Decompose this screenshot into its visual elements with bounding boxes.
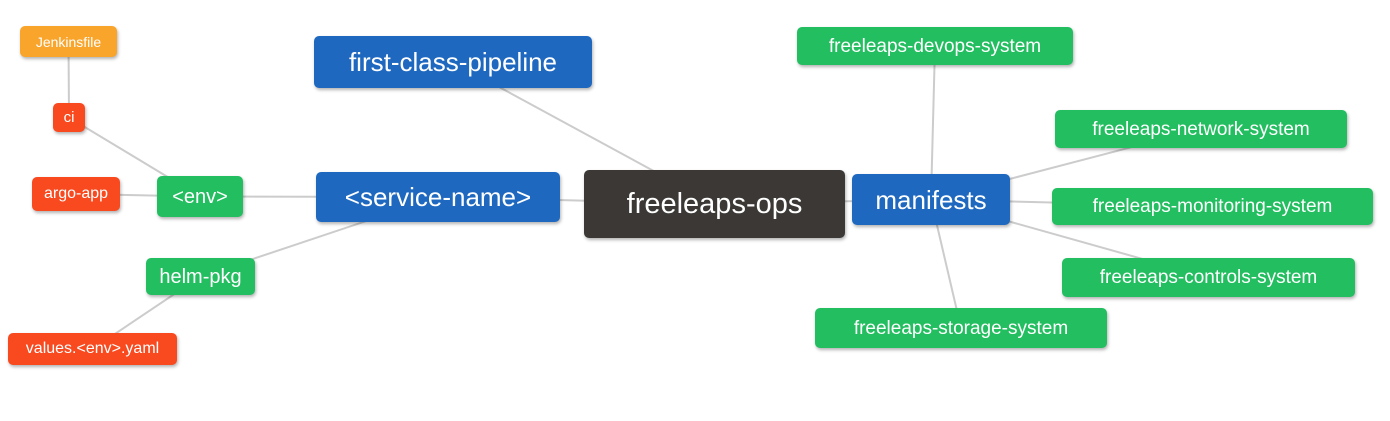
node-label: ci bbox=[63, 109, 75, 126]
node-controls-system[interactable]: freeleaps-controls-system bbox=[1062, 258, 1355, 297]
node-label: manifests bbox=[875, 184, 987, 215]
edge-manifests-devops-system bbox=[930, 45, 936, 200]
node-label: freeleaps-devops-system bbox=[828, 35, 1042, 57]
node-label: freeleaps-monitoring-system bbox=[1092, 196, 1333, 217]
node-label: argo-app bbox=[43, 185, 109, 202]
node-label: helm-pkg bbox=[159, 265, 242, 288]
node-label: freeleaps-ops bbox=[626, 187, 803, 220]
node-ci[interactable]: ci bbox=[53, 103, 85, 132]
node-label: Jenkinsfile bbox=[35, 33, 102, 50]
node-argo-app[interactable]: argo-app bbox=[32, 177, 120, 211]
node-monitoring-system[interactable]: freeleaps-monitoring-system bbox=[1052, 188, 1373, 225]
node-devops-system[interactable]: freeleaps-devops-system bbox=[797, 27, 1073, 65]
node-label: freeleaps-network-system bbox=[1092, 118, 1310, 140]
node-label: freeleaps-controls-system bbox=[1099, 267, 1318, 288]
node-label: <service-name> bbox=[344, 182, 532, 212]
node-env[interactable]: <env> bbox=[157, 176, 243, 217]
node-label: values.<env>.yaml bbox=[25, 340, 160, 357]
node-freeleaps-ops[interactable]: freeleaps-ops bbox=[584, 170, 845, 238]
node-service-name[interactable]: <service-name> bbox=[316, 172, 560, 222]
node-label: freeleaps-storage-system bbox=[853, 317, 1069, 339]
node-storage-system[interactable]: freeleaps-storage-system bbox=[815, 308, 1107, 348]
node-label: first-class-pipeline bbox=[348, 47, 558, 77]
node-manifests[interactable]: manifests bbox=[852, 174, 1010, 225]
node-label: <env> bbox=[172, 185, 228, 208]
node-network-system[interactable]: freeleaps-network-system bbox=[1055, 110, 1347, 148]
node-values-env-yaml[interactable]: values.<env>.yaml bbox=[8, 333, 177, 365]
node-helm-pkg[interactable]: helm-pkg bbox=[146, 258, 255, 295]
node-first-class-pipeline[interactable]: first-class-pipeline bbox=[314, 36, 592, 88]
node-jenkinsfile[interactable]: Jenkinsfile bbox=[20, 26, 117, 57]
